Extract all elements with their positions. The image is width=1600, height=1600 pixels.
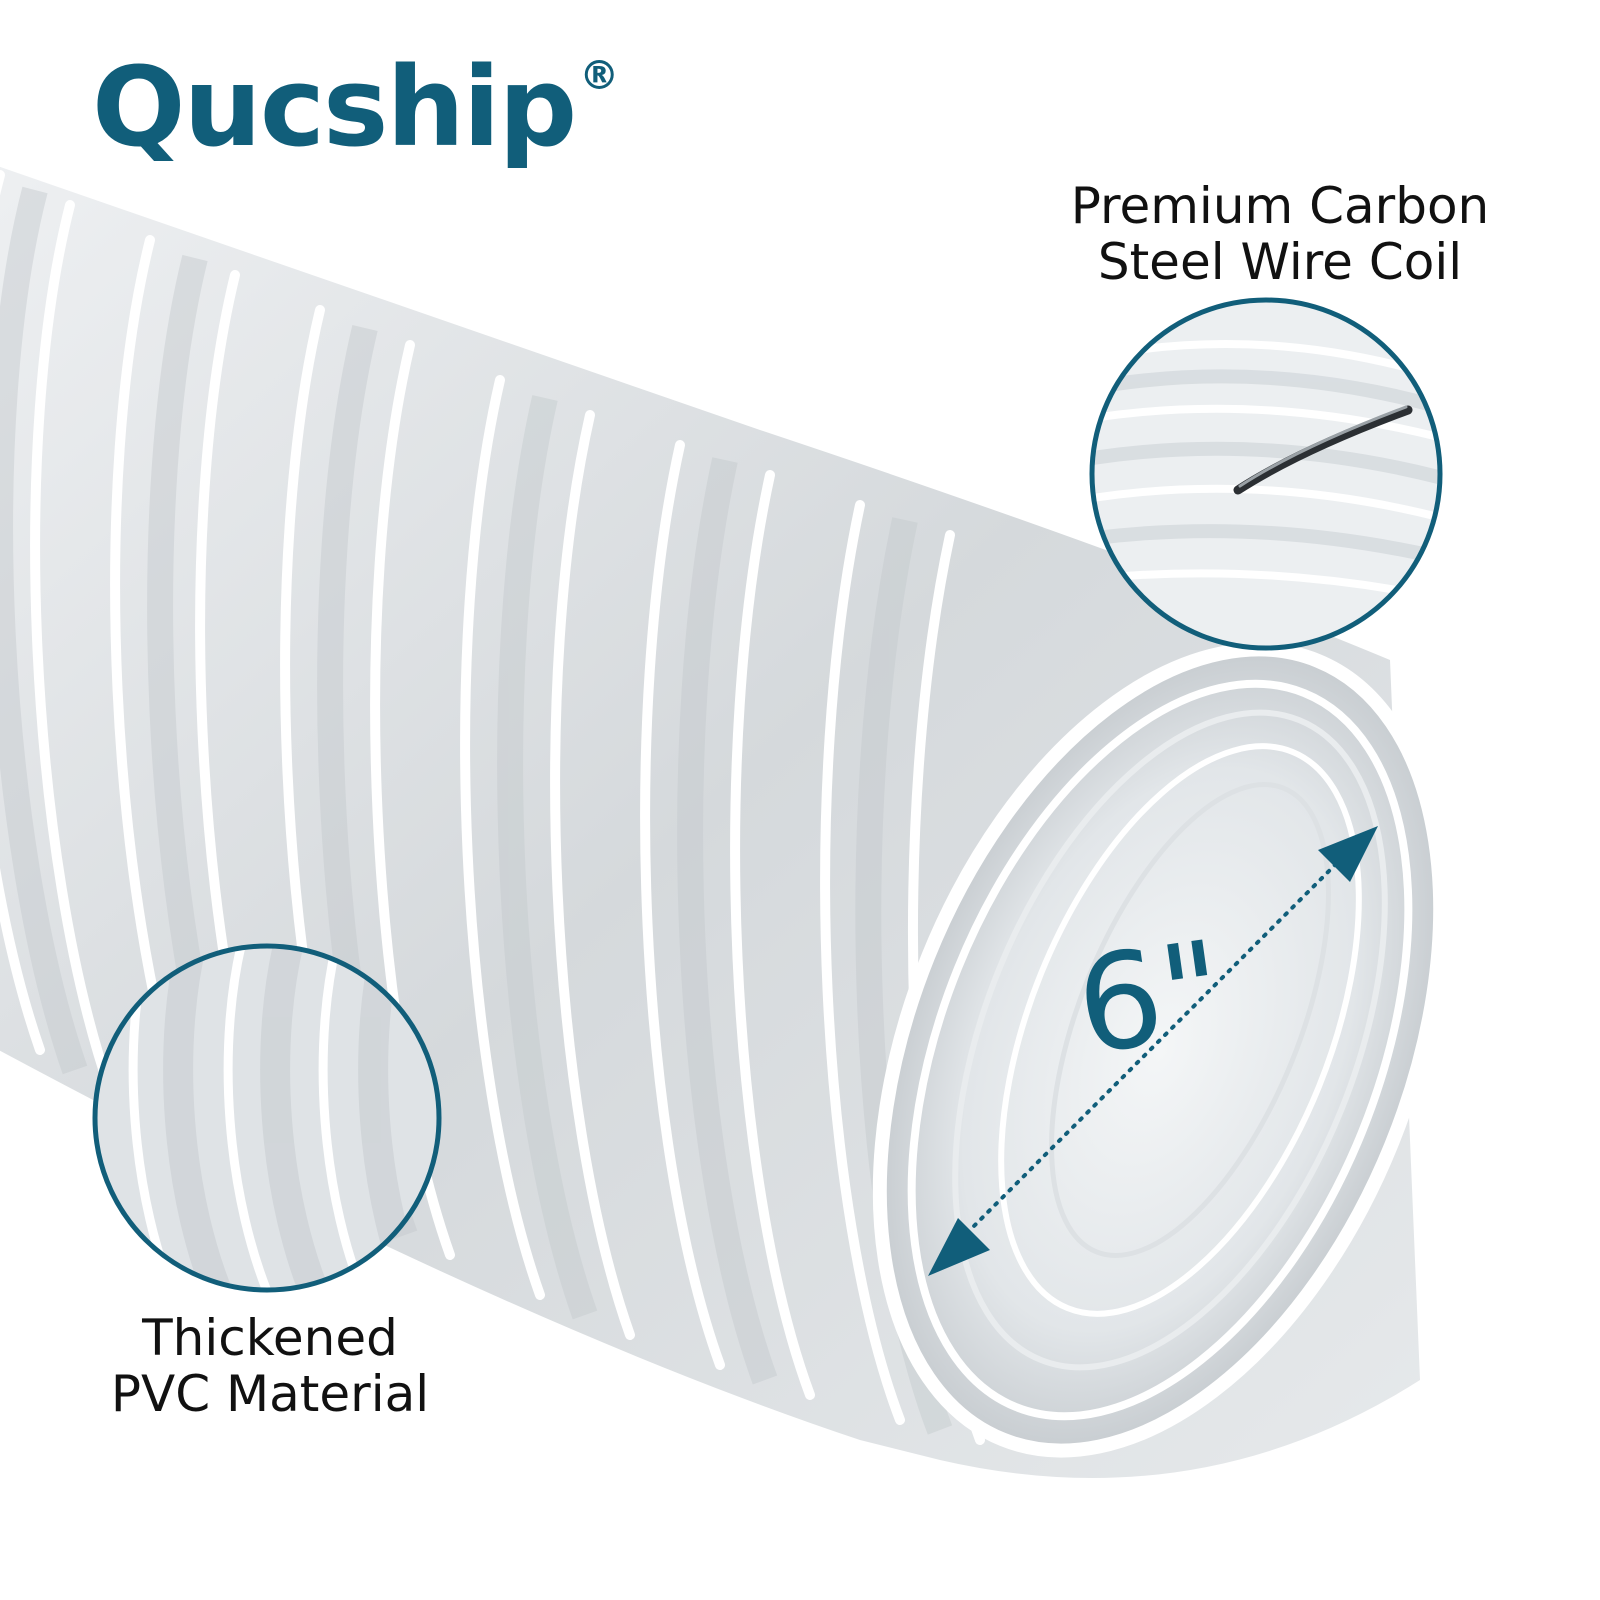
- registered-mark: ®: [579, 53, 619, 99]
- brand-name: Qucship: [92, 43, 577, 171]
- hose-opening: [872, 642, 1448, 1458]
- material-callout-line2: PVC Material: [110, 1365, 430, 1423]
- wire-callout-line2: Steel Wire Coil: [1097, 233, 1463, 291]
- diameter-arrow: [928, 826, 1378, 1276]
- brand-logo: Qucship®: [92, 52, 619, 162]
- pvc-material-callout: Thickened PVC Material: [70, 1310, 470, 1422]
- wire-callout-line1: Premium Carbon: [1070, 177, 1490, 235]
- material-callout-line1: Thickened: [142, 1309, 398, 1367]
- diameter-label: 6": [1068, 912, 1233, 1085]
- wire-coil-callout: Premium Carbon Steel Wire Coil: [1040, 178, 1520, 290]
- pvc-material-zoom: [92, 943, 442, 1293]
